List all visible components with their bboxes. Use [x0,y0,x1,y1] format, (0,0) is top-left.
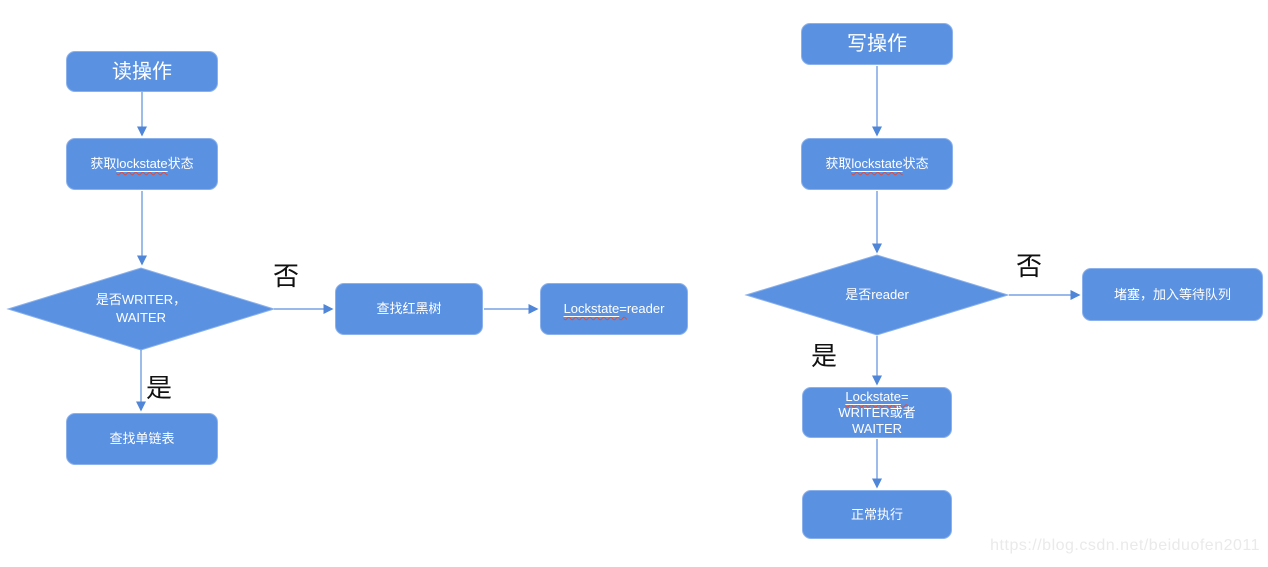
label-prefix: 获取 [90,156,117,171]
edge-label-yes-right: 是 [811,341,838,371]
node-label: Lockstate= WRITER或者 WAITER [838,389,915,437]
decision-line1: 是否WRITER， [95,292,187,307]
decision-label-writer-waiter: 是否WRITER， WAITER [8,291,274,327]
label-lockstate: Lockstate [845,388,902,404]
decision-diamond-reader [744,254,1010,336]
node-read-operation: 读操作 [66,51,218,92]
label-lockstate: lockstate [851,156,903,171]
decision-label-reader: 是否reader [845,287,909,302]
watermark-url: https://blog.csdn.net/beiduofen2011 [990,537,1260,554]
edge-label-no-left: 否 [273,261,300,291]
label-lockstate: Lockstate [563,301,620,316]
node-block-wait-queue: 堵塞，加入等待队列 [1082,268,1263,321]
node-lockstate-reader: Lockstate=reader [540,283,688,335]
label-lockstate: lockstate [116,156,168,171]
label-prefix: 获取 [825,156,852,171]
node-label: 获取lockstate状态 [90,156,193,172]
node-search-rbtree: 查找红黑树 [335,283,483,335]
label-equals: = [619,301,627,316]
label-line2: WRITER或者 [838,404,916,420]
spellcheck-wrap: Lockstate= [564,301,627,316]
node-get-lockstate-write: 获取lockstate状态 [801,138,953,190]
spellcheck-wrap: lockstate [851,156,902,171]
node-normal-execute: 正常执行 [802,490,952,539]
node-lockstate-writer-waiter: Lockstate= WRITER或者 WAITER [802,387,952,438]
node-get-lockstate-read: 获取lockstate状态 [66,138,218,190]
spellcheck-wrap: Lockstate= [845,389,908,404]
edge-label-no-right: 否 [1016,251,1043,281]
node-label: Lockstate=reader [564,301,665,317]
edge-label-yes-left: 是 [146,373,173,403]
node-write-operation: 写操作 [801,23,953,65]
label-suffix: 状态 [902,156,929,171]
label-equals: = [901,388,909,404]
node-search-linkedlist: 查找单链表 [66,413,218,465]
label-line1: Lockstate= [838,389,915,405]
label-line3: WAITER [851,420,903,436]
spellcheck-wrap: lockstate [116,156,167,171]
label-suffix: 状态 [167,156,194,171]
decision-line2: WAITER [115,310,167,325]
label-reader: reader [626,301,665,316]
node-label: 获取lockstate状态 [825,156,928,172]
